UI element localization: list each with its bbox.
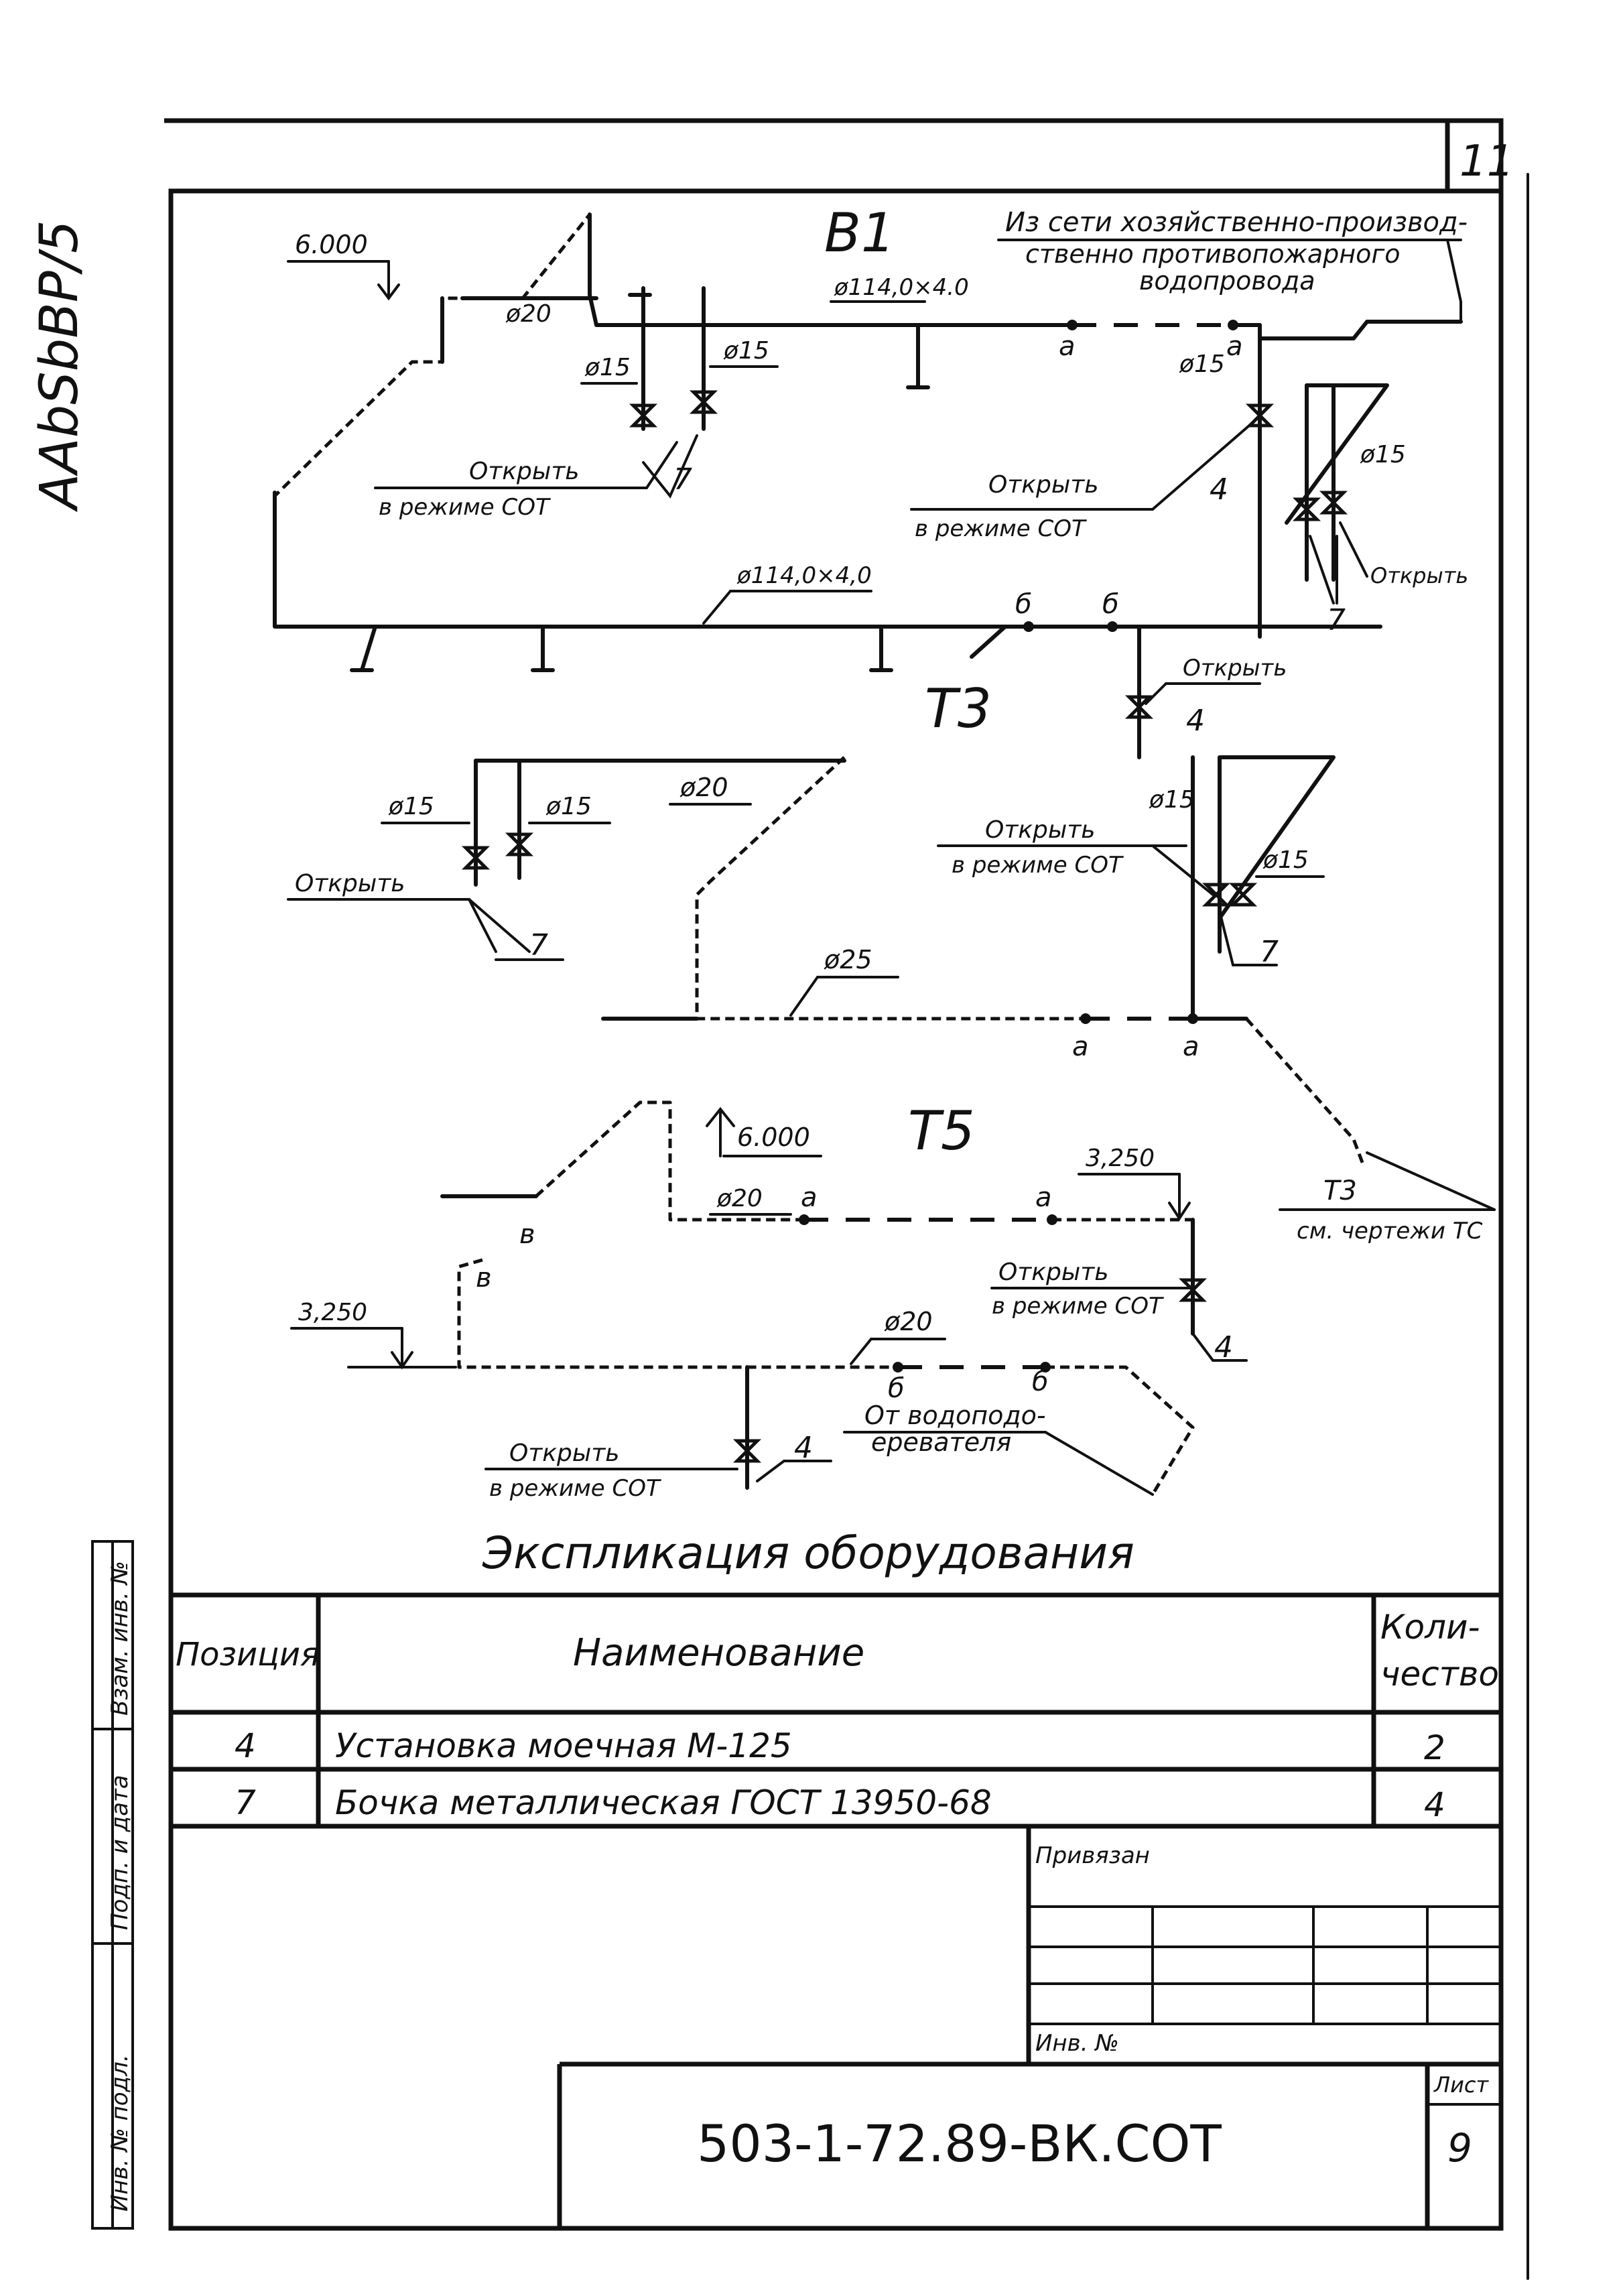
- row1-pos: 4: [235, 1726, 256, 1765]
- pt-v-t5-b: в: [476, 1263, 492, 1293]
- pt-b-b1-right: б: [1102, 589, 1119, 620]
- dia-114-upper: ø114,0×4.0: [834, 274, 969, 301]
- pos7-t3-right: 7: [1260, 935, 1279, 969]
- section-t5-title: T5: [908, 1100, 975, 1162]
- dia-15-b1-a: ø15: [584, 354, 631, 381]
- mode-cot-b1-left: в режиме СОТ: [379, 494, 551, 521]
- pos7-t3-left: 7: [529, 928, 548, 962]
- pt-a-t5-left: а: [801, 1182, 818, 1213]
- dia-25-t3: ø25: [824, 945, 872, 974]
- pt-a-b1-right: а: [1226, 331, 1243, 362]
- side-strip-label-1: Инв. № подл.: [107, 2054, 133, 2212]
- col-qty-header-1: Коли-: [1380, 1608, 1480, 1647]
- side-stamp: AAbSbBP/5: [29, 220, 90, 513]
- dia-15-t3-a: ø15: [388, 793, 434, 820]
- dia-20-t5-a: ø20: [716, 1185, 763, 1212]
- mode-cot-t5-right: в режиме СОТ: [992, 1293, 1164, 1320]
- drawing-code: 503-1-72.89-ВК.СОТ: [697, 2114, 1222, 2173]
- col-name-header: Наименование: [573, 1631, 864, 1675]
- mode-cot-t3: в режиме СОТ: [952, 852, 1124, 879]
- pt-b-t5-right: б: [1032, 1366, 1049, 1397]
- title-block: [557, 1826, 1502, 2228]
- open-cot-t5-right: Открыть: [998, 1259, 1109, 1286]
- side-strip-label-2: Подп. и дата: [107, 1775, 133, 1930]
- dia-114-lower: ø114,0×4,0: [736, 562, 872, 589]
- dia-20-t3: ø20: [679, 773, 728, 802]
- pt-a-t5-right: а: [1035, 1182, 1052, 1213]
- row1-name: Установка моечная М-125: [335, 1726, 792, 1765]
- pt-a-t3-right: а: [1183, 1031, 1199, 1062]
- row2-pos: 7: [235, 1783, 256, 1822]
- side-strip: [91, 1540, 134, 2230]
- pt-a-t3-left: а: [1072, 1031, 1089, 1062]
- dia-15-t3-c: ø15: [1149, 786, 1195, 814]
- elev-6000-b1: 6.000: [295, 230, 368, 259]
- pos4-t5-right: 4: [1214, 1330, 1233, 1364]
- open-cot-b1-left: Открыть: [469, 458, 580, 485]
- elev-3250-t5-left: 3,250: [298, 1299, 367, 1326]
- open-cot-t3: Открыть: [985, 816, 1096, 844]
- from-heater-1: От водоподо-: [864, 1401, 1046, 1430]
- t3-ref: Т3: [1323, 1175, 1357, 1206]
- mode-cot-t5-left: в режиме СОТ: [489, 1475, 661, 1502]
- pos4-t5-left: 4: [794, 1431, 813, 1465]
- col-pos-header: Позиция: [176, 1636, 320, 1673]
- source-note-line3: водопровода: [1139, 266, 1315, 296]
- col-qty-header-2: чество: [1380, 1655, 1499, 1694]
- sheet-number: 9: [1447, 2125, 1472, 2171]
- t3-ref-note: см. чертежи ТС: [1297, 1218, 1483, 1245]
- dia-15-b1-b: ø15: [723, 337, 769, 365]
- sheet-mark: 11: [1459, 137, 1514, 186]
- elev-6000-t5: 6.000: [737, 1123, 810, 1152]
- dia-20-t5-b: ø20: [884, 1307, 933, 1336]
- row2-qty: 4: [1424, 1785, 1445, 1824]
- sheet-label: Лист: [1433, 2072, 1489, 2098]
- open-cot-t5-left: Открыть: [509, 1440, 620, 1467]
- pos4-b1: 4: [1210, 472, 1228, 507]
- source-note-line2: ственно противопожарного: [1025, 239, 1401, 269]
- section-t3-title: T3: [925, 678, 992, 740]
- open-t3-top: Открыть: [1183, 655, 1287, 682]
- mode-cot-b1-right: в режиме СОТ: [915, 515, 1087, 542]
- pos4-t3-top: 4: [1186, 704, 1205, 738]
- open-cot-b1-right: Открыть: [988, 471, 1099, 499]
- open-b1-right: Открыть: [1370, 563, 1468, 588]
- row2-name: Бочка металлическая ГОСТ 13950-68: [335, 1783, 992, 1822]
- pt-a-b1-left: а: [1059, 331, 1076, 362]
- row1-qty: 2: [1424, 1728, 1445, 1767]
- pt-v-t5-a: в: [519, 1219, 535, 1250]
- pos7-b1-right: 7: [1327, 603, 1346, 637]
- sheet-frame: [164, 118, 1529, 2280]
- pt-b-t5-left: б: [888, 1373, 905, 1404]
- pt-b-b1-left: б: [1015, 589, 1032, 620]
- elev-3250-t5-right: 3,250: [1086, 1145, 1155, 1172]
- equipment-table: [171, 1592, 1501, 1829]
- open-t3-left: Открыть: [295, 870, 405, 897]
- source-note-line1: Из сети хозяйственно-производ-: [1005, 207, 1468, 238]
- side-strip-label-3: Взам. инв. №: [107, 1561, 133, 1716]
- dia-15-t3-b: ø15: [545, 793, 592, 820]
- attached-label: Привязан: [1035, 1842, 1150, 1869]
- table-title: Экспликация оборудования: [482, 1527, 1134, 1579]
- section-b1-title: B1: [824, 202, 895, 264]
- inv-label: Инв. №: [1035, 2030, 1119, 2057]
- dia-15-b1-c: ø15: [1179, 350, 1225, 378]
- dia-15-t3-d: ø15: [1262, 846, 1309, 874]
- dia-20-b1: ø20: [505, 300, 551, 328]
- dia-15-b1-d: ø15: [1360, 441, 1406, 468]
